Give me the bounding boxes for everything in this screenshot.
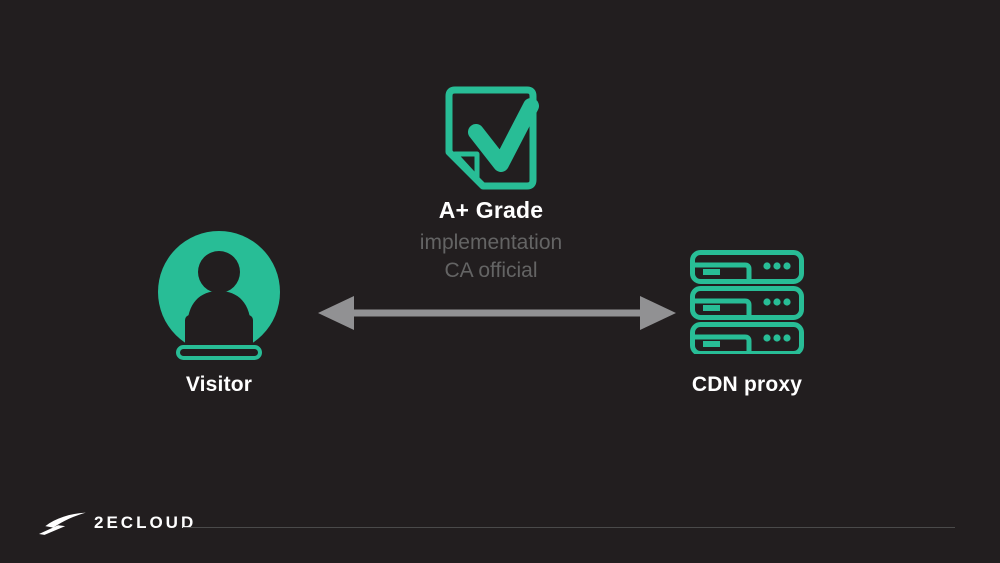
server-unit-2 [690, 286, 804, 320]
brand-wordmark: 2ECLOUD [94, 513, 197, 532]
checkmark-glyph [468, 98, 539, 172]
certificate-subtitle-line1: implementation [419, 231, 563, 254]
server-unit-3 [690, 322, 804, 356]
arrow-shaft [348, 309, 646, 317]
document-outline [445, 86, 537, 190]
brand-swoosh-icon [36, 511, 88, 543]
visitor-label: Visitor [185, 373, 253, 396]
server-stack-icon [690, 250, 804, 359]
visitor-head [198, 251, 240, 293]
double-headed-arrow-icon [318, 293, 676, 338]
arrow-head-left [318, 296, 354, 330]
laptop-lid [185, 315, 253, 353]
certificate-title: A+ Grade [438, 197, 544, 223]
laptop-base [176, 345, 262, 360]
arrow-head-right [640, 296, 676, 330]
certificate-check-icon [443, 84, 539, 197]
visitor-laptop-icon [154, 229, 284, 368]
certificate-subtitle-line2: CA official [444, 259, 538, 282]
folded-corner [452, 151, 480, 181]
cdn-proxy-label: CDN proxy [691, 373, 803, 396]
server-unit-1 [690, 250, 804, 284]
footer-divider [183, 527, 955, 528]
